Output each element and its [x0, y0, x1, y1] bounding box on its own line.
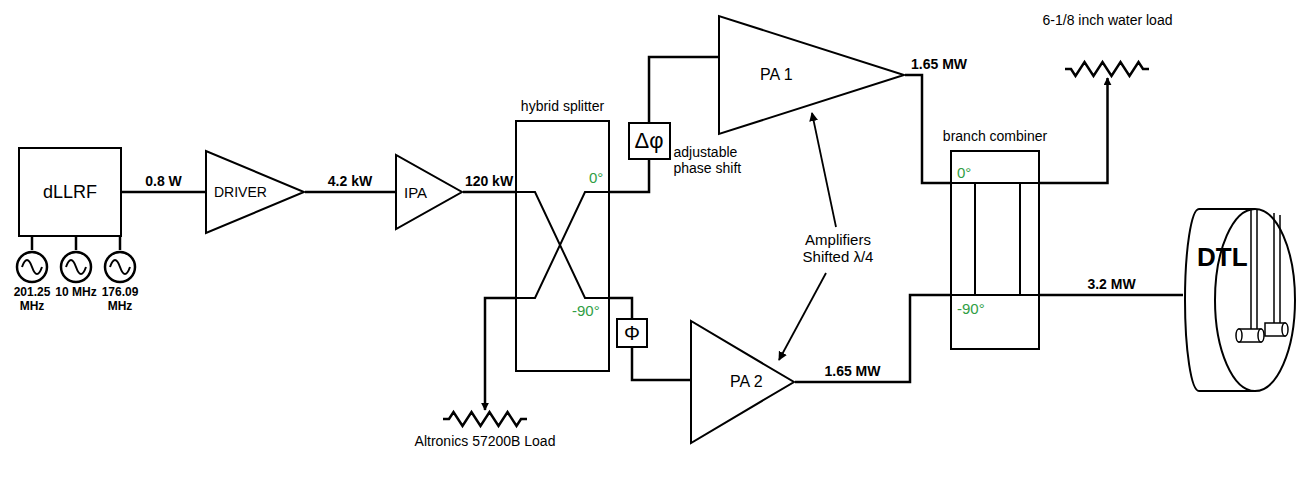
power-label: 1.65 MW — [822, 364, 882, 379]
box-label: dLLRF — [43, 182, 97, 203]
phase-symbol: Φ — [624, 322, 640, 345]
rf-line — [610, 160, 649, 192]
oscillator-source-outline — [54, 250, 98, 312]
dtl-cavity-outline — [1183, 205, 1298, 395]
amplifier-label: PA 1 — [760, 66, 793, 84]
callout-note: Amplifiers Shifted λ/4 — [784, 231, 892, 266]
amplifier-label: PA 2 — [730, 373, 763, 391]
component-heading: branch combiner — [935, 128, 1055, 144]
port-phase: 0° — [956, 164, 972, 181]
rf-line — [463, 191, 515, 194]
power-label: 0.8 W — [143, 174, 184, 189]
hybrid-splitter-outline — [515, 120, 610, 372]
oscillator-source: 176.09 MHz — [98, 250, 142, 312]
load-resistor: 6-1/8 inch water load — [1025, 8, 1190, 78]
rf-line — [485, 298, 515, 410]
phase-symbol: Δφ — [635, 128, 664, 154]
power-amplifier: PA 1 — [718, 15, 905, 135]
leader-line — [779, 273, 826, 360]
port-phase: -90° — [956, 300, 986, 317]
rf-line — [610, 298, 632, 318]
oscillator-source: 10 MHz — [54, 250, 98, 312]
rf-line — [122, 191, 205, 194]
load-label: Altronics 57200B Load — [395, 433, 575, 449]
amplifier-label: DRIVER — [214, 184, 267, 200]
cavity-label: DTL — [1197, 243, 1248, 273]
text-holder: PA 1 — [718, 15, 905, 135]
rf-line — [649, 57, 718, 122]
text-holder: IPA — [395, 154, 463, 230]
amplifier-triangle: IPA — [395, 154, 463, 230]
phase-shifter-box: Φ — [616, 318, 648, 348]
leader-line — [812, 113, 836, 227]
amplifier-triangle: DRIVER — [205, 150, 305, 234]
port-phase: -90° — [571, 302, 601, 319]
controller-box: dLLRF — [18, 147, 122, 237]
phase-shifter-box: Δφadjustable phase shift — [628, 122, 671, 160]
power-amplifier-outline — [718, 15, 905, 135]
power-amplifier: PA 2 — [690, 320, 795, 444]
rf-line — [75, 237, 78, 250]
power-label: 3.2 MW — [1085, 277, 1137, 292]
rf-line — [31, 237, 34, 250]
rf-line — [1040, 78, 1108, 183]
component-note: adjustable phase shift — [674, 144, 756, 176]
rf-line — [119, 237, 122, 250]
text-holder: DRIVER — [205, 150, 305, 234]
load-label: 6-1/8 inch water load — [1025, 12, 1190, 28]
port-phase: 0° — [588, 169, 604, 186]
text-holder: Φ — [616, 318, 648, 348]
rf-line — [305, 191, 395, 194]
dtl-cavity: DTL — [1183, 205, 1298, 395]
text-holder: PA 2 — [690, 320, 795, 444]
hybrid-splitter: hybrid splitter — [515, 120, 610, 372]
component-heading: hybrid splitter — [505, 98, 620, 114]
frequency-label: 201.25 MHz — [8, 286, 56, 314]
text-holder: Δφ — [628, 122, 671, 160]
oscillator-source: 201.25 MHz — [10, 250, 54, 312]
amplifier-label: IPA — [404, 184, 427, 201]
power-label: 120 kW — [463, 174, 515, 189]
frequency-label: 10 MHz — [52, 286, 100, 300]
load-resistor: Altronics 57200B Load — [395, 410, 575, 454]
power-label: 1.65 MW — [909, 57, 969, 72]
frequency-label: 176.09 MHz — [96, 286, 144, 314]
text-holder: dLLRF — [18, 147, 122, 237]
power-label: 4.2 kW — [326, 174, 374, 189]
rf-line — [1040, 294, 1183, 297]
rf-line — [632, 348, 690, 380]
rf-line — [795, 295, 950, 382]
